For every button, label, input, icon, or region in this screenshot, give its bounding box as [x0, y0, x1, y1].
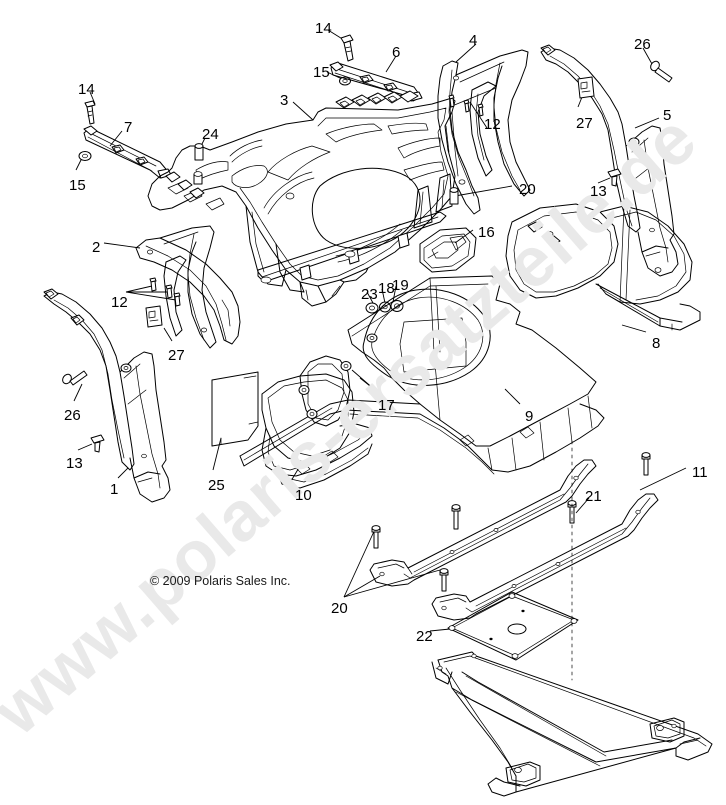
- callout-15b: 15: [69, 177, 86, 194]
- part-3-cargo-box: [147, 90, 459, 307]
- part-20-bolt-upper: [449, 187, 459, 205]
- callout-5: 5: [663, 107, 672, 124]
- part-26-screw-left: [62, 370, 88, 386]
- callout-13a: 13: [590, 183, 607, 200]
- part-12-screws-left: [149, 277, 181, 307]
- callout-1: 1: [110, 481, 119, 498]
- callout-17: 17: [378, 397, 395, 414]
- callout-6: 6: [392, 44, 401, 61]
- part-15-washer-left: [78, 151, 92, 161]
- callout-23: 23: [361, 286, 378, 303]
- part-27-clip-upper: [577, 76, 595, 99]
- part-22-mounting-plate: [447, 440, 579, 681]
- part-17-bushings: [340, 361, 352, 371]
- callout-12b: 12: [111, 294, 128, 311]
- callout-21: 21: [585, 488, 602, 505]
- part-27-clip-lower: [145, 305, 163, 328]
- part-24-pin: [194, 143, 204, 161]
- callout-18: 18: [378, 280, 395, 297]
- callout-24: 24: [202, 126, 219, 143]
- callout-19: 19: [392, 277, 409, 294]
- part-10-center-console: [261, 355, 373, 489]
- callout-13b: 13: [66, 455, 83, 472]
- callout-20a: 20: [519, 181, 536, 198]
- copyright-notice: © 2009 Polaris Sales Inc.: [150, 574, 291, 588]
- callout-12a: 12: [484, 116, 501, 133]
- callout-14b: 14: [78, 81, 95, 98]
- part-4-rear-panel-right: [437, 49, 531, 215]
- bottom-a-frame: [431, 651, 713, 797]
- callout-26a: 26: [634, 36, 651, 53]
- callout-4: 4: [469, 32, 478, 49]
- callout-9: 9: [525, 408, 534, 425]
- cargo-box-latch-right: [335, 90, 419, 109]
- part-14-bolt-top: [340, 34, 354, 62]
- part-26-screw-topright: [650, 60, 673, 83]
- part-13-rivet-left: [90, 434, 105, 453]
- part-14-bolt-left: [84, 100, 96, 125]
- callout-2: 2: [92, 239, 101, 256]
- callout-27b: 27: [168, 347, 185, 364]
- callout-25: 25: [208, 477, 225, 494]
- callout-8: 8: [652, 335, 661, 352]
- callout-16: 16: [478, 224, 495, 241]
- callout-7: 7: [124, 119, 133, 136]
- callout-14a: 14: [315, 20, 332, 37]
- callout-3: 3: [280, 92, 289, 109]
- callout-11: 11: [692, 464, 708, 481]
- part-20-rail-bolts: [371, 452, 651, 592]
- part-16-access-cover: [419, 227, 477, 273]
- callout-20b: 20: [331, 600, 348, 617]
- part-12-screws-upper: [448, 94, 484, 117]
- callout-26b: 26: [64, 407, 81, 424]
- callout-27a: 27: [576, 115, 593, 132]
- leader-lines: [73, 29, 687, 632]
- part-13-rivet-right: [607, 168, 622, 187]
- part-21-side-rail-left: [369, 459, 597, 587]
- part-5-fender-right: [540, 44, 679, 277]
- part-11-side-rail-right: [431, 493, 659, 621]
- part-2-fender-inner-left: [135, 225, 241, 349]
- callout-15a: 15: [313, 64, 330, 81]
- callout-22: 22: [416, 628, 433, 645]
- part-9-floor-pan: [239, 275, 605, 475]
- part-1-fender-left: [43, 288, 171, 503]
- callout-10: 10: [295, 487, 312, 504]
- part-8-floor-panel-right: [505, 203, 701, 331]
- cargo-box-latch-left: [165, 171, 205, 199]
- part-25-decal-panel: [211, 371, 259, 447]
